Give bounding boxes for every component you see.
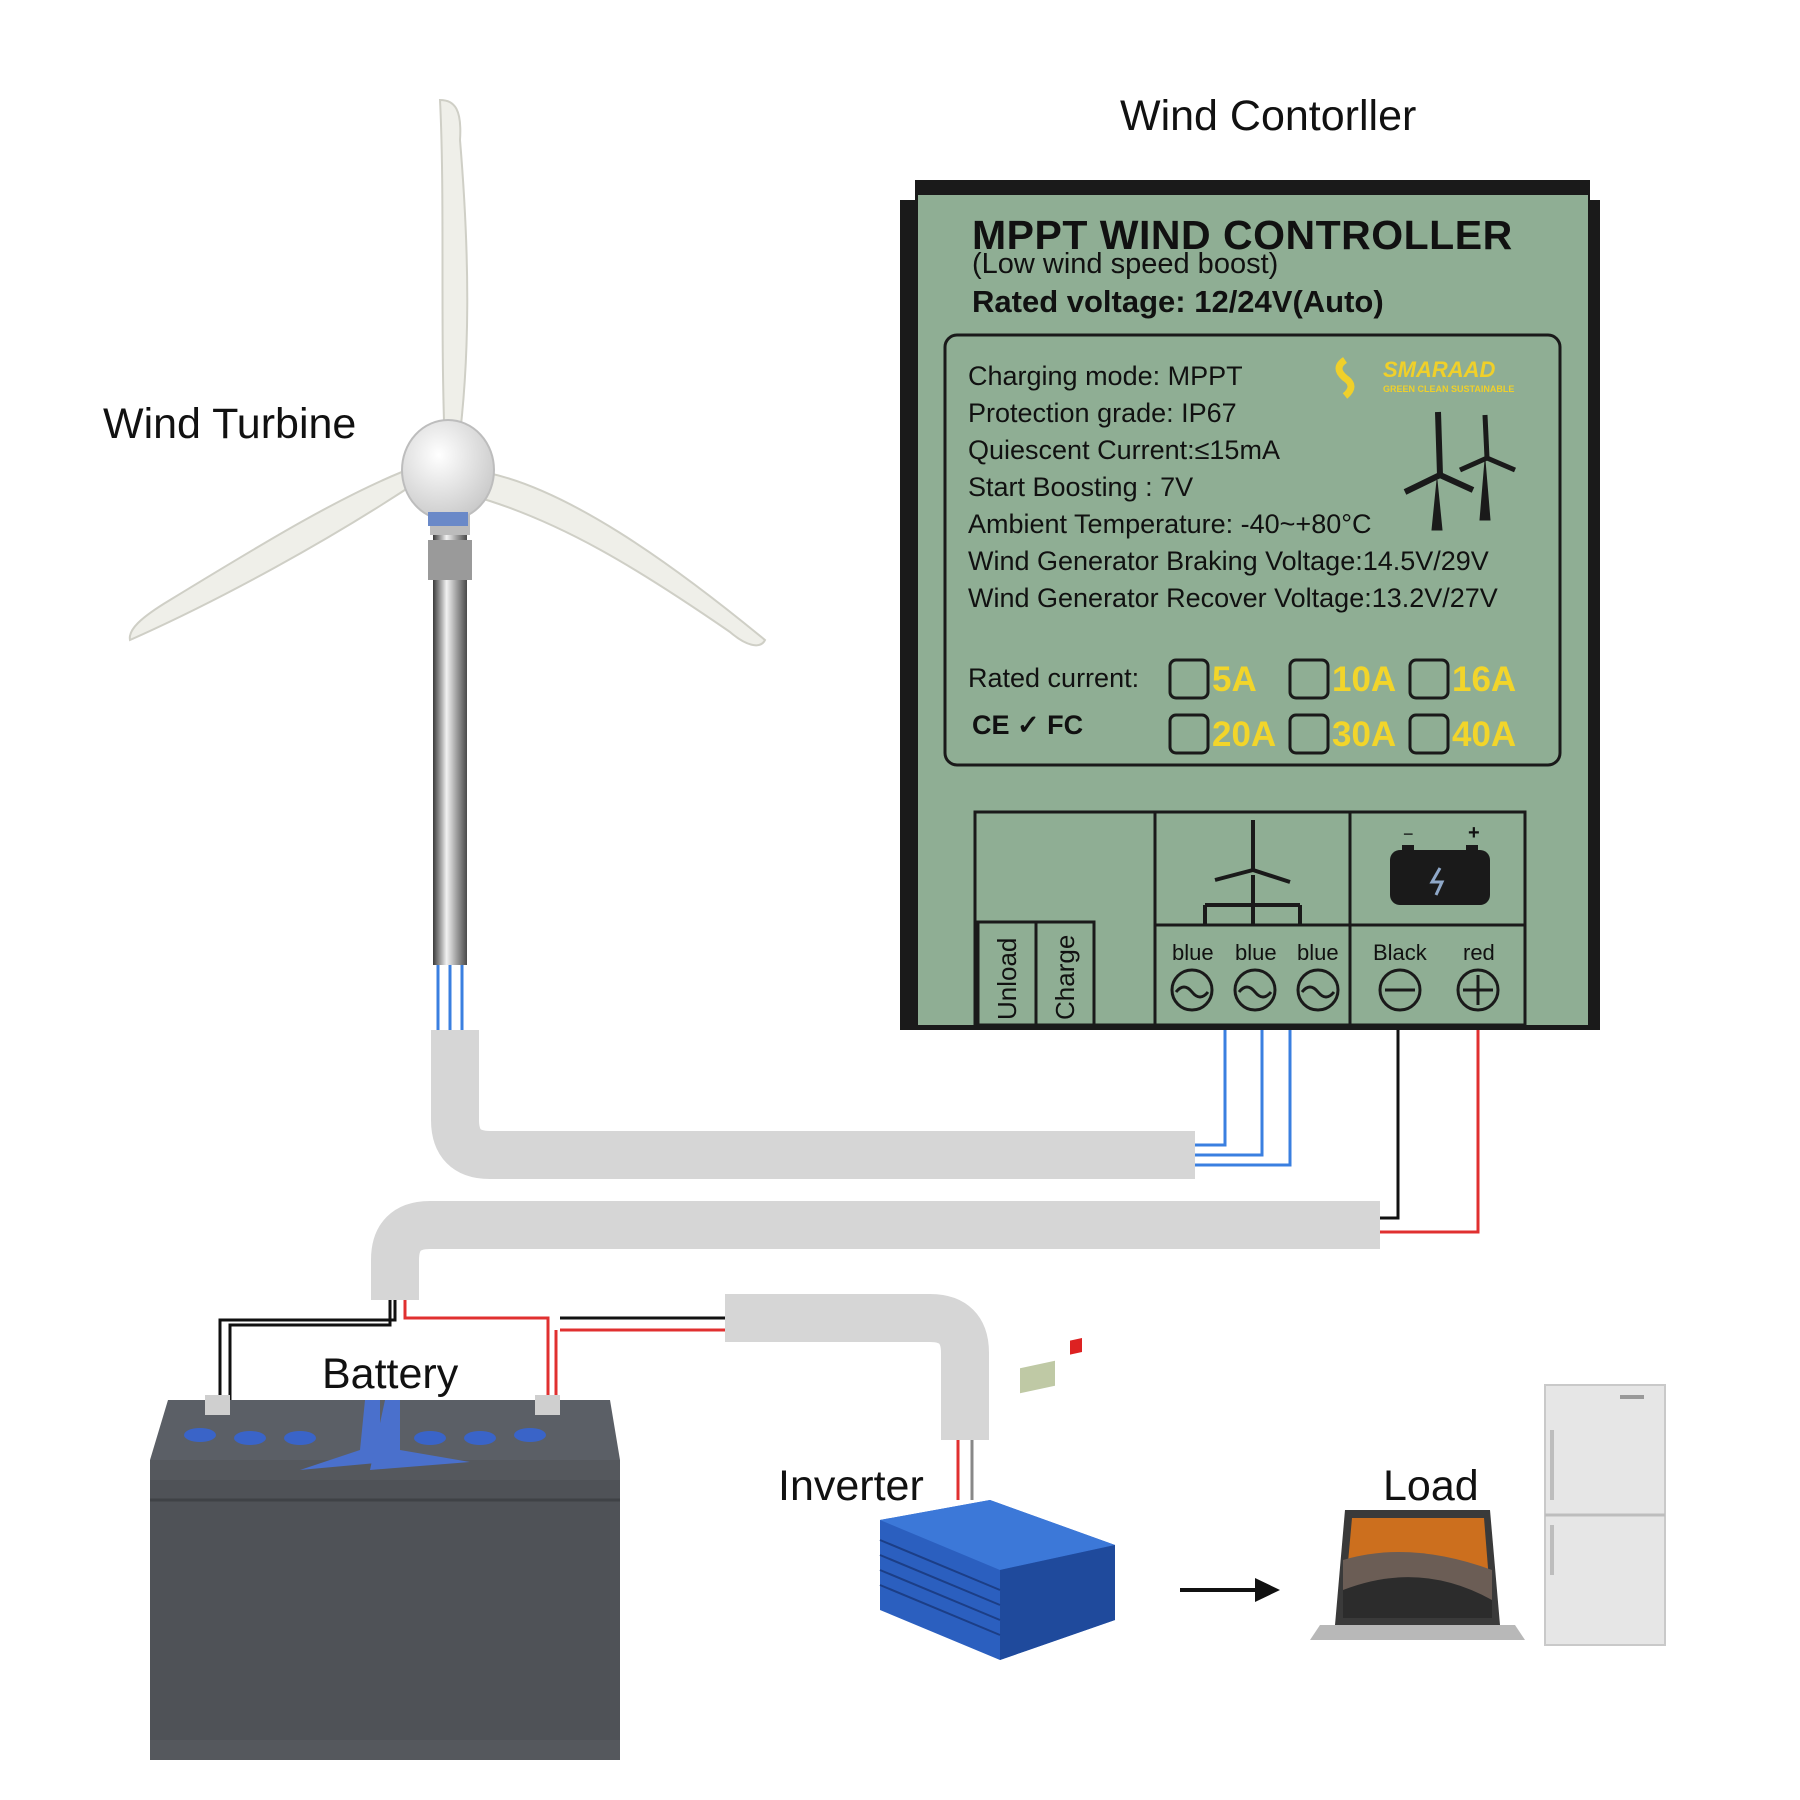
spec-line: Protection grade: IP67 bbox=[968, 398, 1237, 428]
label-wind-turbine: Wind Turbine bbox=[103, 400, 357, 448]
label-inverter: Inverter bbox=[778, 1462, 924, 1510]
terminal-unload: Unload bbox=[992, 937, 1022, 1020]
current-option-40a: 40A bbox=[1452, 715, 1517, 754]
terminal-charge: Charge bbox=[1050, 934, 1080, 1020]
brand-name: SMARAAD bbox=[1383, 357, 1496, 382]
spec-line: Wind Generator Braking Voltage:14.5V/29V bbox=[968, 546, 1489, 576]
spec-line: Wind Generator Recover Voltage:13.2V/27V bbox=[968, 583, 1498, 613]
inverter-icon bbox=[879, 1338, 1115, 1660]
battery-plus-label: + bbox=[1468, 822, 1480, 844]
current-option-20a: 20A bbox=[1212, 715, 1277, 754]
laptop-icon bbox=[1310, 1510, 1525, 1640]
current-option-16a: 16A bbox=[1452, 660, 1517, 699]
brand-tagline: GREEN CLEAN SUSTAINABLE bbox=[1383, 384, 1515, 394]
controller-rated-voltage: Rated voltage: 12/24V(Auto) bbox=[972, 284, 1384, 319]
current-option-boxes bbox=[1168, 658, 1450, 755]
terminal-wire-label: Black bbox=[1373, 940, 1427, 965]
battery-icon bbox=[1390, 845, 1490, 905]
spec-line: Charging mode: MPPT bbox=[968, 361, 1243, 391]
spec-line: Quiescent Current:≤15mA bbox=[968, 435, 1280, 465]
battery-body-icon bbox=[150, 1395, 620, 1760]
turbine-blue-wires bbox=[436, 960, 464, 1030]
battery-wires bbox=[218, 1300, 725, 1400]
terminal-turbine-icon bbox=[1203, 820, 1302, 925]
terminal-wire-label: blue bbox=[1172, 940, 1214, 965]
arrow-right-icon bbox=[1180, 1578, 1280, 1602]
current-option-5a: 5A bbox=[1212, 660, 1257, 699]
fridge-icon bbox=[1544, 1384, 1666, 1646]
certification-marks: CE ✓ FC bbox=[972, 710, 1084, 740]
conduit-turbine-controller bbox=[431, 1030, 1195, 1179]
terminal-wire-label: red bbox=[1463, 940, 1495, 965]
rated-current-label: Rated current: bbox=[968, 663, 1140, 693]
label-load: Load bbox=[1383, 1462, 1479, 1510]
spec-line: Ambient Temperature: -40~+80°C bbox=[968, 509, 1372, 539]
brand-logo-icon bbox=[1335, 357, 1355, 399]
terminal-wire-label: blue bbox=[1235, 940, 1277, 965]
label-battery: Battery bbox=[322, 1350, 459, 1398]
terminal-wire-label: blue bbox=[1297, 940, 1339, 965]
spec-line: Start Boosting : 7V bbox=[968, 472, 1194, 502]
label-wind-controller: Wind Contorller bbox=[1120, 92, 1417, 140]
twin-turbines-icon bbox=[1403, 411, 1516, 531]
controller-blue-wires bbox=[1195, 1025, 1292, 1167]
terminal-ac-symbols bbox=[1170, 968, 1340, 1012]
terminal-dc-symbols bbox=[1378, 968, 1500, 1012]
conduit-battery-inverter bbox=[725, 1294, 989, 1440]
controller-spec-list: Charging mode: MPPT Protection grade: IP… bbox=[968, 358, 1498, 617]
conduit-controller-battery bbox=[371, 1201, 1380, 1300]
controller-battery-wires bbox=[1380, 1025, 1480, 1234]
battery-minus-label: − bbox=[1403, 824, 1414, 844]
current-option-30a: 30A bbox=[1332, 715, 1397, 754]
wind-turbine-icon bbox=[128, 98, 767, 965]
controller-subtitle: (Low wind speed boost) bbox=[972, 248, 1279, 280]
inverter-wires bbox=[956, 1440, 974, 1500]
current-option-10a: 10A bbox=[1332, 660, 1397, 699]
controller-title: MPPT WIND CONTROLLER bbox=[972, 212, 1513, 258]
